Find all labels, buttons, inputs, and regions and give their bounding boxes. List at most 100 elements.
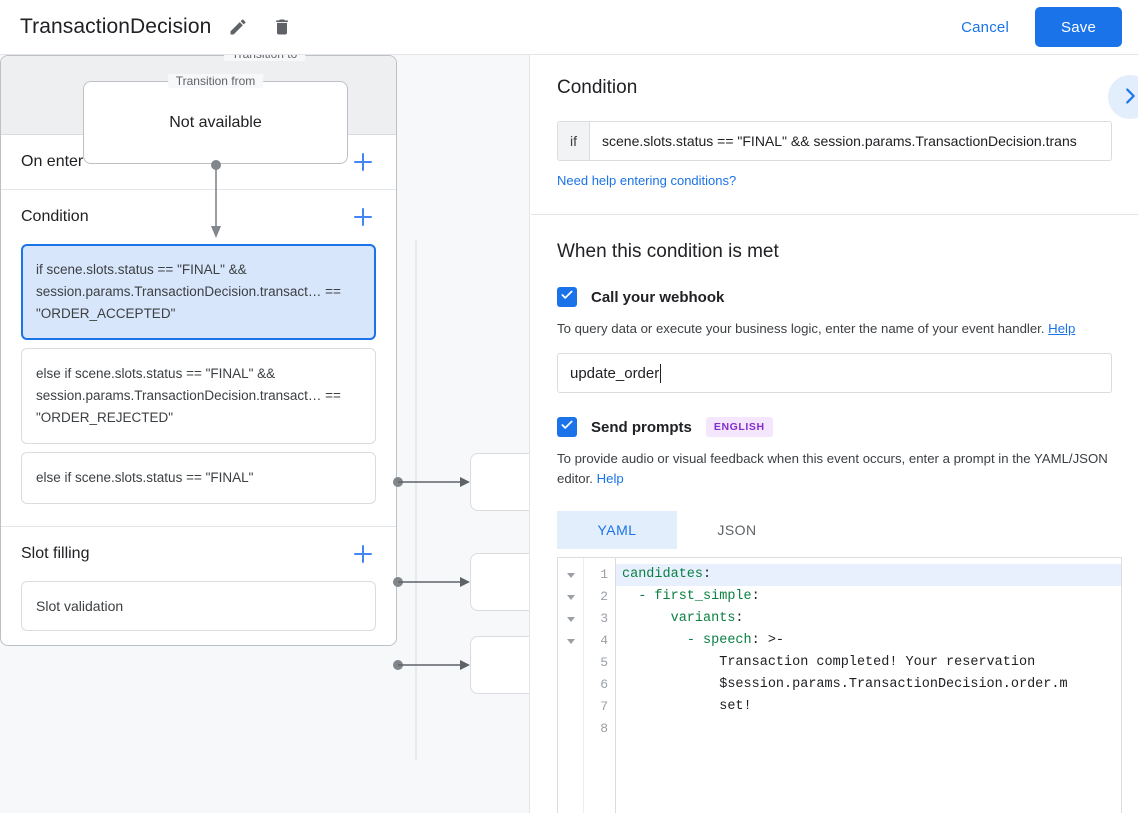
- fold-toggle-2[interactable]: [558, 586, 583, 608]
- section-slot-filling-title: Slot filling: [21, 545, 90, 562]
- yaml-text: $session.params.TransactionDecision.orde…: [719, 677, 1068, 692]
- code-line-3: variants:: [616, 608, 1121, 630]
- line-number: 2: [600, 589, 608, 604]
- slot-filling-list: Slot validation: [21, 581, 376, 645]
- call-webhook-row: Call your webhook: [557, 287, 1112, 307]
- line-number: 6: [600, 677, 608, 692]
- check-icon: [560, 288, 574, 307]
- check-icon: [560, 418, 574, 437]
- editor-line-numbers: 1 2 3 4 5 6 7 8: [584, 558, 616, 813]
- line-number: 7: [600, 699, 608, 714]
- edit-name-button[interactable]: [221, 10, 255, 44]
- add-on-enter-button[interactable]: [350, 149, 376, 175]
- yaml-punct: :: [751, 589, 760, 604]
- expand-panel-button[interactable]: [1108, 75, 1138, 119]
- webhook-help-link[interactable]: Help: [1048, 321, 1076, 336]
- section-condition: Condition if scene.slots.status == "FINA…: [1, 190, 396, 527]
- save-button[interactable]: Save: [1035, 7, 1122, 47]
- add-slot-filling-button[interactable]: [350, 541, 376, 567]
- call-webhook-label: Call your webhook: [591, 288, 725, 306]
- chevron-right-icon: [1119, 85, 1138, 110]
- need-help-conditions-link[interactable]: Need help entering conditions?: [557, 173, 737, 188]
- fold-toggle-3[interactable]: [558, 608, 583, 630]
- code-line-6: $session.params.TransactionDecision.orde…: [616, 674, 1121, 696]
- editor-fold-column: [558, 558, 584, 813]
- page-title: TransactionDecision: [20, 15, 212, 38]
- flow-connector-arrow: [211, 160, 221, 238]
- fold-toggle-4[interactable]: [558, 630, 583, 652]
- language-badge: ENGLISH: [705, 417, 773, 437]
- send-prompts-label: Send prompts: [591, 418, 692, 436]
- condition-block: Condition if scene.slots.status == "FINA…: [531, 55, 1138, 215]
- send-prompts-row: Send prompts ENGLISH: [557, 417, 1112, 437]
- send-prompts-checkbox[interactable]: [557, 417, 577, 437]
- code-line-2: - first_simple:: [616, 586, 1121, 608]
- section-condition-head: Condition: [21, 190, 376, 244]
- editor-code-area[interactable]: candidates: - first_simple: variants: - …: [616, 558, 1121, 813]
- transition-from-legend: Transition from: [167, 74, 264, 88]
- condition-expression-input[interactable]: scene.slots.status == "FINAL" && session…: [590, 122, 1111, 160]
- code-line-7: set!: [616, 696, 1121, 718]
- line-number: 4: [600, 633, 608, 648]
- target-node-3[interactable]: [470, 636, 529, 694]
- event-handler-input[interactable]: update_order: [557, 353, 1112, 393]
- condition-item-1[interactable]: if scene.slots.status == "FINAL" && sess…: [21, 244, 376, 340]
- yaml-text: Transaction completed! Your reservation: [719, 655, 1036, 670]
- tab-json[interactable]: JSON: [677, 511, 797, 549]
- add-condition-button[interactable]: [350, 204, 376, 230]
- fold-spacer-6: [558, 674, 583, 696]
- text-caret: [660, 363, 662, 383]
- section-condition-title: Condition: [21, 208, 89, 225]
- fold-spacer-5: [558, 652, 583, 674]
- target-node-1[interactable]: [470, 453, 529, 511]
- when-condition-met-heading: When this condition is met: [557, 241, 779, 262]
- editor-format-tabs: YAML JSON: [557, 511, 1112, 549]
- yaml-punct: :: [751, 633, 768, 648]
- scene-graph-panel: Transition from Not available: [0, 55, 530, 813]
- yaml-key: candidates: [622, 567, 704, 582]
- code-line-5: Transaction completed! Your reservation: [616, 652, 1121, 674]
- target-node-2[interactable]: [470, 553, 529, 611]
- top-bar: TransactionDecision Cancel Save: [0, 0, 1138, 55]
- yaml-key: first_simple: [654, 589, 752, 604]
- yaml-punct: :: [735, 611, 744, 626]
- section-slot-filling: Slot filling Slot validation: [1, 527, 396, 645]
- line-number: 8: [600, 721, 608, 736]
- section-on-enter-title: On enter: [21, 153, 84, 170]
- condition-item-3[interactable]: else if scene.slots.status == "FINAL": [21, 452, 376, 504]
- line-number: 1: [600, 567, 608, 582]
- pencil-icon: [228, 17, 248, 37]
- yaml-dash: -: [638, 589, 655, 604]
- when-condition-met-block: When this condition is met Call your web…: [531, 215, 1138, 549]
- transition-to-legend: Transition to: [223, 55, 306, 61]
- yaml-editor[interactable]: 1 2 3 4 5 6 7 8 candidates: - first_simp…: [557, 557, 1122, 813]
- fold-spacer-8: [558, 718, 583, 740]
- code-line-1: candidates:: [616, 564, 1121, 586]
- line-number: 5: [600, 655, 608, 670]
- event-handler-value: update_order: [570, 364, 660, 382]
- yaml-punct: :: [703, 567, 712, 582]
- condition-list: if scene.slots.status == "FINAL" && sess…: [21, 244, 376, 526]
- tab-yaml[interactable]: YAML: [557, 511, 677, 549]
- slot-validation-item[interactable]: Slot validation: [21, 581, 376, 631]
- transition-from-box: Transition from Not available: [83, 74, 348, 164]
- yaml-dash: -: [686, 633, 704, 648]
- section-on-enter-head: On enter: [21, 135, 376, 189]
- call-webhook-description: To query data or execute your business l…: [557, 319, 1112, 339]
- call-webhook-checkbox[interactable]: [557, 287, 577, 307]
- send-prompts-description: To provide audio or visual feedback when…: [557, 449, 1112, 489]
- if-keyword-label: if: [558, 122, 590, 160]
- yaml-text: set!: [719, 699, 752, 714]
- send-prompts-description-text: To provide audio or visual feedback when…: [557, 451, 1108, 486]
- cancel-button[interactable]: Cancel: [947, 10, 1023, 45]
- detail-panel: Condition if scene.slots.status == "FINA…: [531, 55, 1138, 813]
- condition-item-2[interactable]: else if scene.slots.status == "FINAL" &&…: [21, 348, 376, 444]
- fold-toggle-1[interactable]: [558, 564, 583, 586]
- condition-input-row[interactable]: if scene.slots.status == "FINAL" && sess…: [557, 121, 1112, 161]
- delete-button[interactable]: [265, 10, 299, 44]
- prompts-help-link[interactable]: Help: [596, 471, 624, 486]
- section-on-enter: On enter: [1, 135, 396, 190]
- call-webhook-description-text: To query data or execute your business l…: [557, 321, 1045, 336]
- code-line-4: - speech: >-: [616, 630, 1121, 652]
